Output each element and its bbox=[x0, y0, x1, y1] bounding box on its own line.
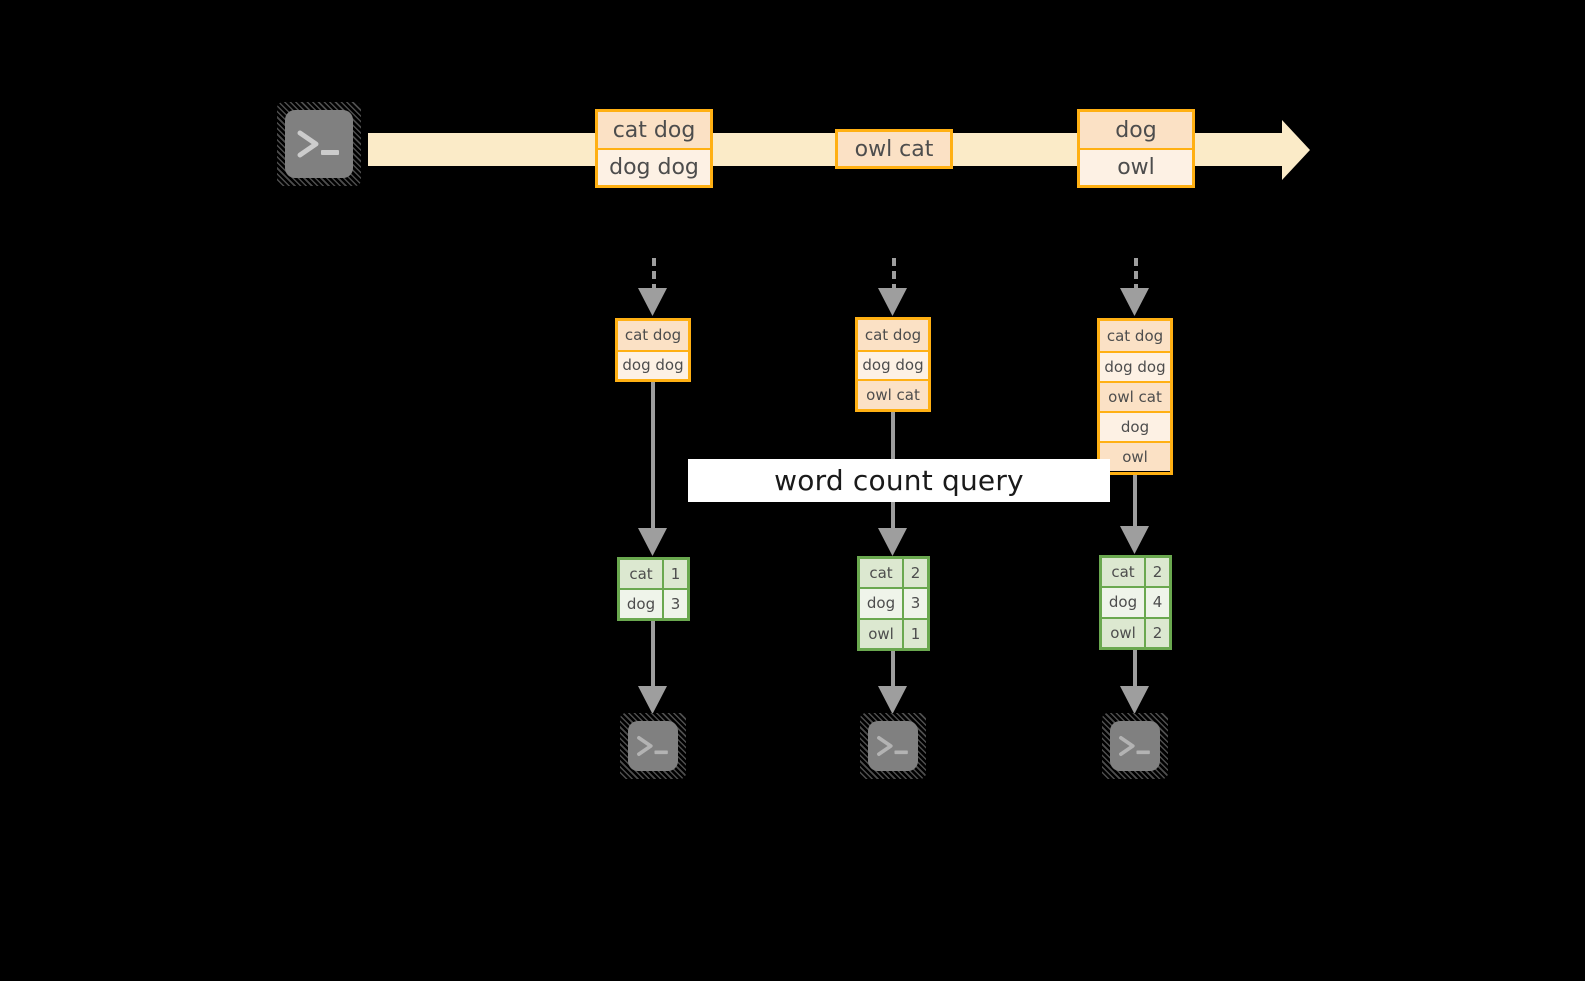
sink-terminal-icon-2 bbox=[860, 713, 926, 779]
result-word-cell: dog bbox=[620, 590, 664, 618]
result-row: cat 2 bbox=[860, 559, 927, 588]
stream-event-line: dog dog bbox=[598, 148, 710, 185]
result-word-cell: cat bbox=[620, 560, 664, 588]
terminal-body bbox=[285, 110, 353, 178]
result-table-3: cat 2 dog 4 owl 2 bbox=[1099, 555, 1172, 650]
snapshot-row: cat dog bbox=[858, 320, 928, 350]
result-word-cell: dog bbox=[860, 589, 904, 618]
result-to-sink-line-2 bbox=[891, 651, 895, 692]
result-count-cell: 4 bbox=[1146, 588, 1169, 617]
snapshot-to-result-line-1 bbox=[651, 382, 655, 534]
result-row: owl 2 bbox=[1102, 616, 1169, 647]
snapshot-row: dog dog bbox=[618, 349, 688, 379]
result-count-cell: 3 bbox=[664, 590, 687, 618]
sink-terminal-icon-3 bbox=[1102, 713, 1168, 779]
terminal-prompt-glyph bbox=[1110, 721, 1160, 771]
terminal-prompt-glyph bbox=[285, 110, 353, 178]
stream-event-box-2: owl cat bbox=[835, 129, 953, 169]
snapshot-box-1: cat dog dog dog bbox=[615, 318, 691, 382]
stream-event-line: owl bbox=[1080, 148, 1192, 185]
source-terminal-icon bbox=[277, 102, 361, 186]
result-count-cell: 1 bbox=[904, 619, 927, 648]
snapshot-row: dog bbox=[1100, 411, 1170, 441]
result-word-cell: cat bbox=[860, 559, 904, 588]
result-row: owl 1 bbox=[860, 617, 927, 648]
result-count-cell: 2 bbox=[1146, 618, 1169, 647]
result-count-cell: 1 bbox=[664, 560, 687, 588]
snapshot-row: dog dog bbox=[1100, 351, 1170, 381]
result-to-sink-line-3 bbox=[1133, 650, 1137, 692]
result-word-cell: cat bbox=[1102, 558, 1146, 587]
stream-event-line: cat dog bbox=[598, 112, 710, 149]
sink-terminal-icon-1 bbox=[620, 713, 686, 779]
result-row: dog 4 bbox=[1102, 586, 1169, 617]
stream-to-snapshot-line-3 bbox=[1134, 258, 1138, 292]
snapshot-row: owl bbox=[1100, 441, 1170, 471]
stream-event-box-1: cat dog dog dog bbox=[595, 109, 713, 188]
result-to-sink-line-1 bbox=[651, 621, 655, 692]
result-table-1: cat 1 dog 3 bbox=[617, 557, 690, 621]
result-word-cell: owl bbox=[1102, 618, 1146, 647]
snapshot-row: cat dog bbox=[1100, 321, 1170, 351]
result-count-cell: 2 bbox=[904, 559, 927, 588]
result-word-cell: dog bbox=[1102, 588, 1146, 617]
snapshot-box-2: cat dog dog dog owl cat bbox=[855, 317, 931, 412]
stream-to-snapshot-line-2 bbox=[892, 258, 896, 292]
stream-event-box-3: dog owl bbox=[1077, 109, 1195, 188]
snapshot-row: cat dog bbox=[618, 321, 688, 350]
stream-event-line: dog bbox=[1080, 112, 1192, 149]
snapshot-row: owl cat bbox=[858, 379, 928, 409]
stream-to-snapshot-line-1 bbox=[652, 258, 656, 292]
result-count-cell: 3 bbox=[904, 589, 927, 618]
result-row: dog 3 bbox=[620, 588, 687, 618]
result-row: cat 1 bbox=[620, 560, 687, 588]
terminal-body bbox=[1110, 721, 1160, 771]
result-word-cell: owl bbox=[860, 619, 904, 648]
result-count-cell: 2 bbox=[1146, 558, 1169, 587]
snapshot-row: dog dog bbox=[858, 349, 928, 380]
query-label: word count query bbox=[688, 459, 1110, 502]
result-row: dog 3 bbox=[860, 587, 927, 618]
result-table-2: cat 2 dog 3 owl 1 bbox=[857, 556, 930, 651]
terminal-body bbox=[628, 721, 678, 771]
snapshot-to-result-line-3 bbox=[1133, 475, 1137, 534]
stream-event-line: owl cat bbox=[838, 132, 950, 166]
terminal-prompt-glyph bbox=[868, 721, 918, 771]
stream-arrowhead-icon bbox=[1282, 120, 1310, 180]
terminal-body bbox=[868, 721, 918, 771]
snapshot-row: owl cat bbox=[1100, 381, 1170, 411]
terminal-prompt-glyph bbox=[628, 721, 678, 771]
result-row: cat 2 bbox=[1102, 558, 1169, 587]
snapshot-box-3: cat dog dog dog owl cat dog owl bbox=[1097, 318, 1173, 475]
